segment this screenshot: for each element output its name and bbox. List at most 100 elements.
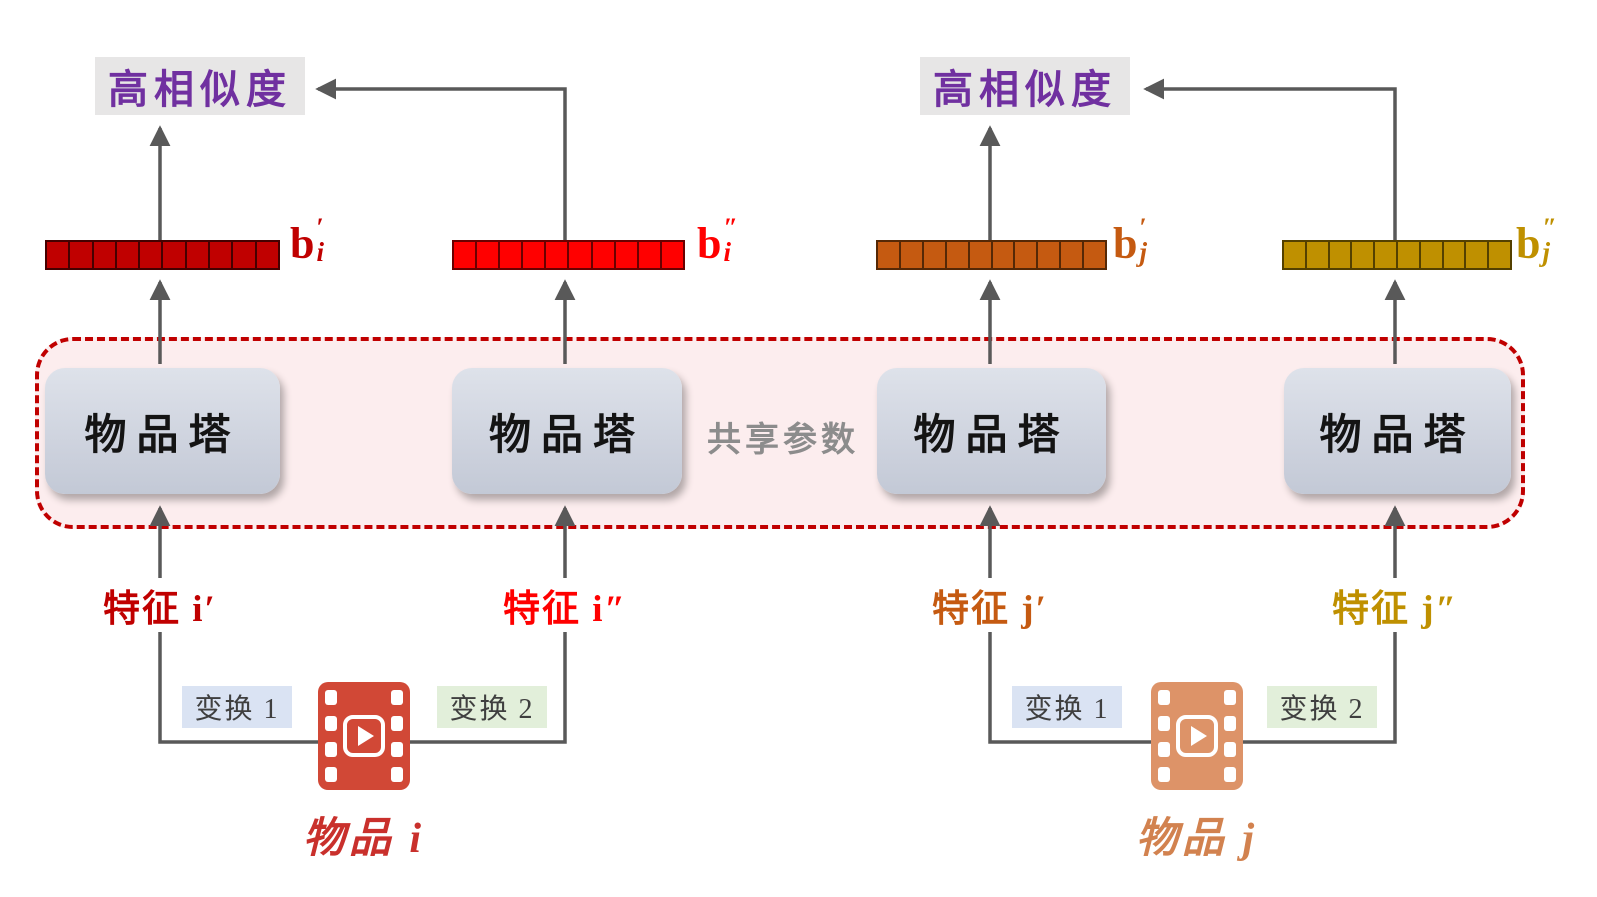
film-hole [1224,690,1236,705]
film-play-icon-item-i [318,682,410,790]
vector-label-base: b [1113,219,1138,268]
vector-segment [1015,242,1039,268]
embedding-vector-bj-dblprime [1282,240,1512,270]
item-tower-1: 物品塔 [45,368,280,494]
vector-label-base: b [1516,219,1541,268]
vector-segment [1284,242,1307,268]
vector-segment [117,242,141,268]
embedding-vector-bi-dblprime [452,240,685,270]
vector-segment [94,242,117,268]
vector-segment [257,242,278,268]
transform-1-box-item-i: 变换 1 [182,686,292,728]
film-hole [1158,767,1170,782]
vector-segment [1421,242,1444,268]
item-tower-4: 物品塔 [1284,368,1511,494]
vector-segment [1084,242,1105,268]
vector-segment [593,242,616,268]
item-tower-3: 物品塔 [877,368,1106,494]
film-hole [325,742,337,757]
film-hole [325,716,337,731]
vector-label-base: b [290,219,315,268]
play-triangle-icon [1191,726,1207,746]
high-similarity-label-right: 高相似度 [920,57,1130,115]
vector-label-base: b [697,219,722,268]
transform-1-box-item-j: 变换 1 [1012,686,1122,728]
vector-segment [947,242,970,268]
vector-label-scripts: ′ j [1139,213,1147,267]
vector-segment [210,242,234,268]
play-button-icon [343,715,385,757]
feature-label-i-prime: 特征 i′ [93,578,227,632]
vector-segment [569,242,593,268]
vector-label-scripts: ′ i [316,213,324,267]
vector-segment [878,242,901,268]
vector-segment [70,242,94,268]
play-button-icon [1176,715,1218,757]
vector-label-sub: j [1542,236,1550,267]
play-triangle-icon [358,726,374,746]
item-label-j: 物品 j [1135,816,1259,862]
film-hole [1224,767,1236,782]
film-hole [1158,742,1170,757]
transform-2-box-item-j: 变换 2 [1267,686,1377,728]
vector-label-bj-dblprime: b ″ j [1516,215,1557,268]
vector-segment [1398,242,1421,268]
film-hole [1158,690,1170,705]
film-hole [325,767,337,782]
vector-segment [1444,242,1467,268]
vector-segment [662,242,683,268]
vector-segment [1307,242,1330,268]
vector-segment [163,242,187,268]
film-hole [391,690,403,705]
film-hole [325,690,337,705]
vector-segment [970,242,993,268]
vector-segment [1330,242,1353,268]
vector-segment [1352,242,1376,268]
vector-segment [454,242,478,268]
vector-label-bi-prime: b ′ i [290,215,324,268]
vector-label-sub: i [316,236,324,267]
transform-2-box-item-i: 变换 2 [437,686,547,728]
vector-segment [523,242,547,268]
embedding-vector-bi-prime [45,240,280,270]
high-similarity-label-left: 高相似度 [95,57,305,115]
vector-label-prime: ″ [723,213,738,242]
film-hole [1224,716,1236,731]
vector-label-sub: j [1139,236,1147,267]
vector-segment [1038,242,1062,268]
vector-segment [616,242,639,268]
vector-segment [47,242,71,268]
vector-segment [233,242,257,268]
vector-label-scripts: ″ j [1542,215,1556,267]
film-hole [391,742,403,757]
vector-label-prime: ′ [316,213,324,242]
vector-segment [546,242,570,268]
shared-params-label: 共享参数 [707,422,859,459]
vector-segment [1489,242,1510,268]
vector-label-prime: ′ [1139,213,1147,242]
vector-segment [993,242,1016,268]
item-label-i: 物品 i [302,816,426,862]
feature-label-i-dblprime: 特征 i″ [493,578,637,632]
feature-label-j-prime: 特征 j′ [922,578,1058,632]
feature-label-j-dblprime: 特征 j″ [1321,578,1469,632]
vector-segment [1466,242,1490,268]
vector-segment [901,242,924,268]
vector-segment [140,242,164,268]
arrow-bj-dblprime-to-similarity [1143,78,1397,240]
vector-segment [477,242,501,268]
shared-params-container [35,337,1525,529]
arrow-bi-dblprime-to-similarity [315,78,567,240]
item-tower-2: 物品塔 [452,368,682,494]
film-hole [391,767,403,782]
vector-segment [1061,242,1085,268]
vector-segment [639,242,662,268]
vector-segment [1375,242,1398,268]
vector-segment [924,242,947,268]
film-play-icon-item-j [1151,682,1243,790]
vector-segment [187,242,211,268]
film-hole [1158,716,1170,731]
embedding-vector-bj-prime [876,240,1107,270]
vector-label-bj-prime: b ′ j [1113,215,1147,268]
